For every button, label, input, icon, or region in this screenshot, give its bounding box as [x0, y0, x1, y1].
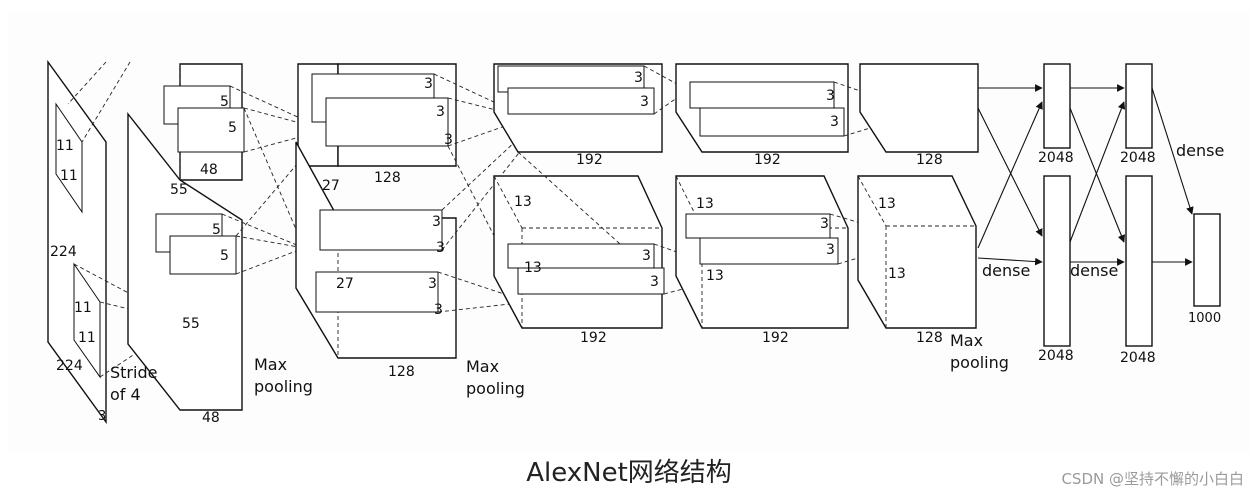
conv4-volume [675, 63, 923, 329]
label-c1-depth-top: 48 [200, 162, 218, 178]
conv1-volume [127, 63, 327, 411]
label-pool3-b: pooling [950, 353, 1009, 372]
label-k3-d: 3 [432, 214, 441, 230]
figure-caption: AlexNet网络结构 [526, 458, 732, 488]
label-k3-n: 3 [820, 216, 829, 232]
label-c3-side: 13 [514, 194, 532, 210]
label-c2-side-2: 27 [336, 276, 354, 292]
label-fc2-top: 2048 [1120, 150, 1156, 166]
label-k3-o: 3 [826, 242, 835, 258]
label-c4-depth-bot: 192 [762, 330, 789, 346]
label-c5-side-2: 13 [888, 266, 906, 282]
label-c4-side: 13 [696, 196, 714, 212]
label-k3-i: 3 [640, 94, 649, 110]
label-c5-depth-top: 128 [916, 152, 943, 168]
label-c4-depth-top: 192 [754, 152, 781, 168]
label-c2-depth-bot: 128 [388, 364, 415, 380]
label-k2-d: 5 [220, 248, 229, 264]
label-c1-b: 55 [182, 316, 200, 332]
label-k1-c: 11 [74, 300, 92, 316]
label-pool3-a: Max [950, 331, 983, 350]
label-c5-side: 13 [878, 196, 896, 212]
label-k3-f: 3 [428, 276, 437, 292]
label-input-w: 224 [56, 358, 83, 374]
label-output: 1000 [1188, 311, 1221, 326]
label-k3-c: 3 [444, 132, 453, 148]
label-pool2-a: Max [466, 357, 499, 376]
label-c2-depth-top: 128 [374, 170, 401, 186]
diagram-labels: 224 224 3 11 11 11 11 Stride of 4 55 55 … [50, 70, 1224, 426]
conv2-volume [295, 63, 565, 359]
label-dense-3: dense [1176, 141, 1224, 160]
watermark: CSDN @坚持不懈的小白白 [1061, 470, 1244, 488]
label-dense-2: dense [1070, 261, 1118, 280]
label-c3-side-2: 13 [524, 260, 542, 276]
label-c3-depth-top: 192 [576, 152, 603, 168]
label-stride: Stride [110, 363, 157, 382]
label-c3-depth-bot: 192 [580, 330, 607, 346]
fc-layers [977, 63, 1221, 347]
label-k2-b: 5 [228, 120, 237, 136]
alexnet-diagram: 224 224 3 11 11 11 11 Stride of 4 55 55 … [47, 59, 1224, 426]
input-volume [47, 59, 184, 425]
diagram-panel: 224 224 3 11 11 11 11 Stride of 4 55 55 … [8, 12, 1250, 452]
label-fc2-bot: 2048 [1120, 350, 1156, 366]
label-k1-a: 11 [56, 138, 74, 154]
label-dense-1: dense [982, 261, 1030, 280]
label-k2-c: 5 [212, 222, 221, 238]
label-k1-b: 11 [60, 168, 78, 184]
label-fc1-top: 2048 [1038, 150, 1074, 166]
label-input-d: 3 [98, 409, 106, 424]
label-pool1-a: Max [254, 355, 287, 374]
label-stride-2: of 4 [110, 385, 141, 404]
label-k3-a: 3 [424, 76, 433, 92]
label-k3-b: 3 [436, 104, 445, 120]
label-k3-h: 3 [634, 70, 643, 86]
label-k3-g: 3 [434, 302, 443, 318]
label-c5-depth-bot: 128 [916, 330, 943, 346]
label-fc1-bot: 2048 [1038, 348, 1074, 364]
label-k3-k: 3 [650, 274, 659, 290]
label-c2-side: 27 [322, 178, 340, 194]
label-k1-d: 11 [78, 330, 96, 346]
label-k2-a: 5 [220, 94, 229, 110]
label-k3-l: 3 [826, 88, 835, 104]
label-pool2-b: pooling [466, 379, 525, 398]
label-pool1-b: pooling [254, 377, 313, 396]
label-c1-depth-bot: 48 [202, 410, 220, 426]
label-c4-side-2: 13 [706, 268, 724, 284]
label-k3-j: 3 [642, 248, 651, 264]
conv5-volume [857, 63, 979, 329]
label-k3-m: 3 [830, 114, 839, 130]
label-c1-a: 55 [170, 182, 188, 198]
label-input-h: 224 [50, 244, 77, 260]
label-k3-e: 3 [436, 240, 445, 256]
